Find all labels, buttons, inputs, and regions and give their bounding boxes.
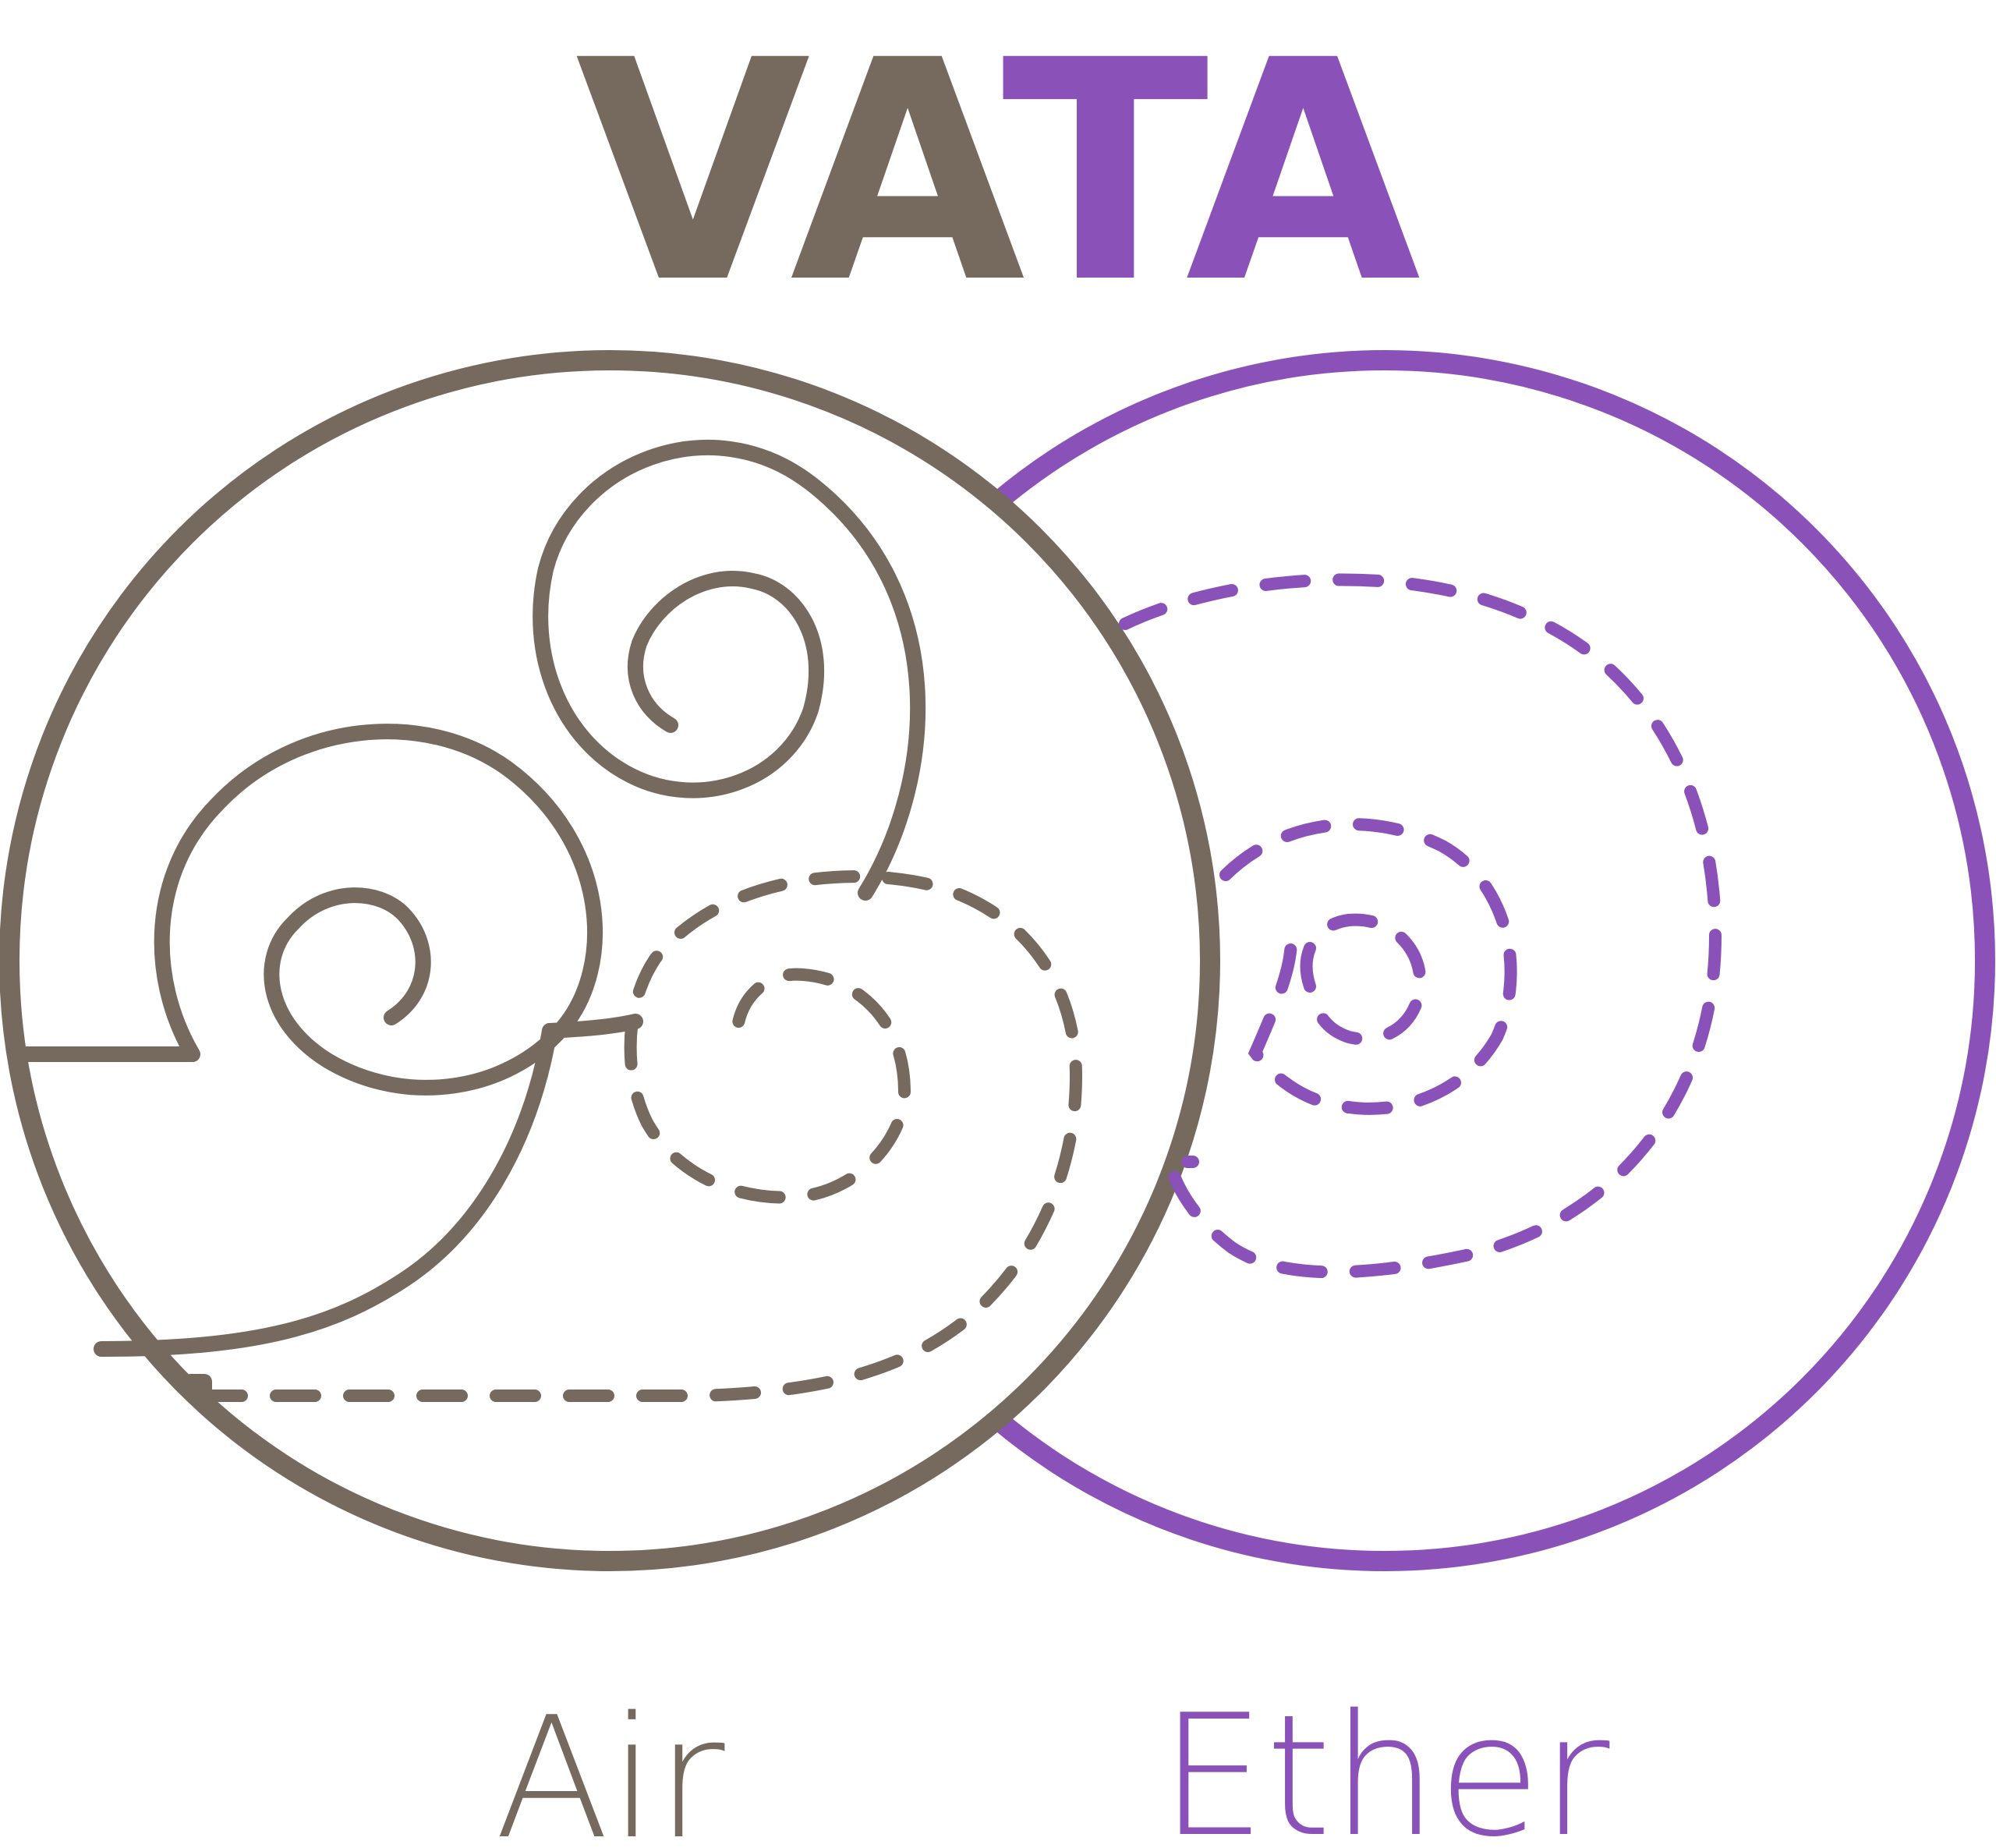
air-stroke-end: [182, 1374, 212, 1404]
ether-spiral-middle: [1219, 818, 1517, 1115]
title-part-brown: VA: [575, 0, 1028, 349]
ether-spiral-icon: [1119, 573, 1722, 1279]
air-connector-line: [542, 1014, 643, 1039]
label-air: Air: [494, 1680, 725, 1848]
title-part-purple: TA: [1002, 0, 1423, 349]
diagram-title: VATA: [575, 0, 1423, 349]
air-upper-swirl: [533, 440, 926, 901]
ether-spiral-inner: [1300, 913, 1427, 1046]
air-wind-swirl-icon: [9, 440, 1082, 1404]
air-long-stroke: [94, 1023, 557, 1357]
label-ether: Ether: [1159, 1678, 1610, 1848]
air-bottom-dashed-line: [196, 870, 1082, 1402]
ether-spiral-outer: [1119, 573, 1722, 1279]
